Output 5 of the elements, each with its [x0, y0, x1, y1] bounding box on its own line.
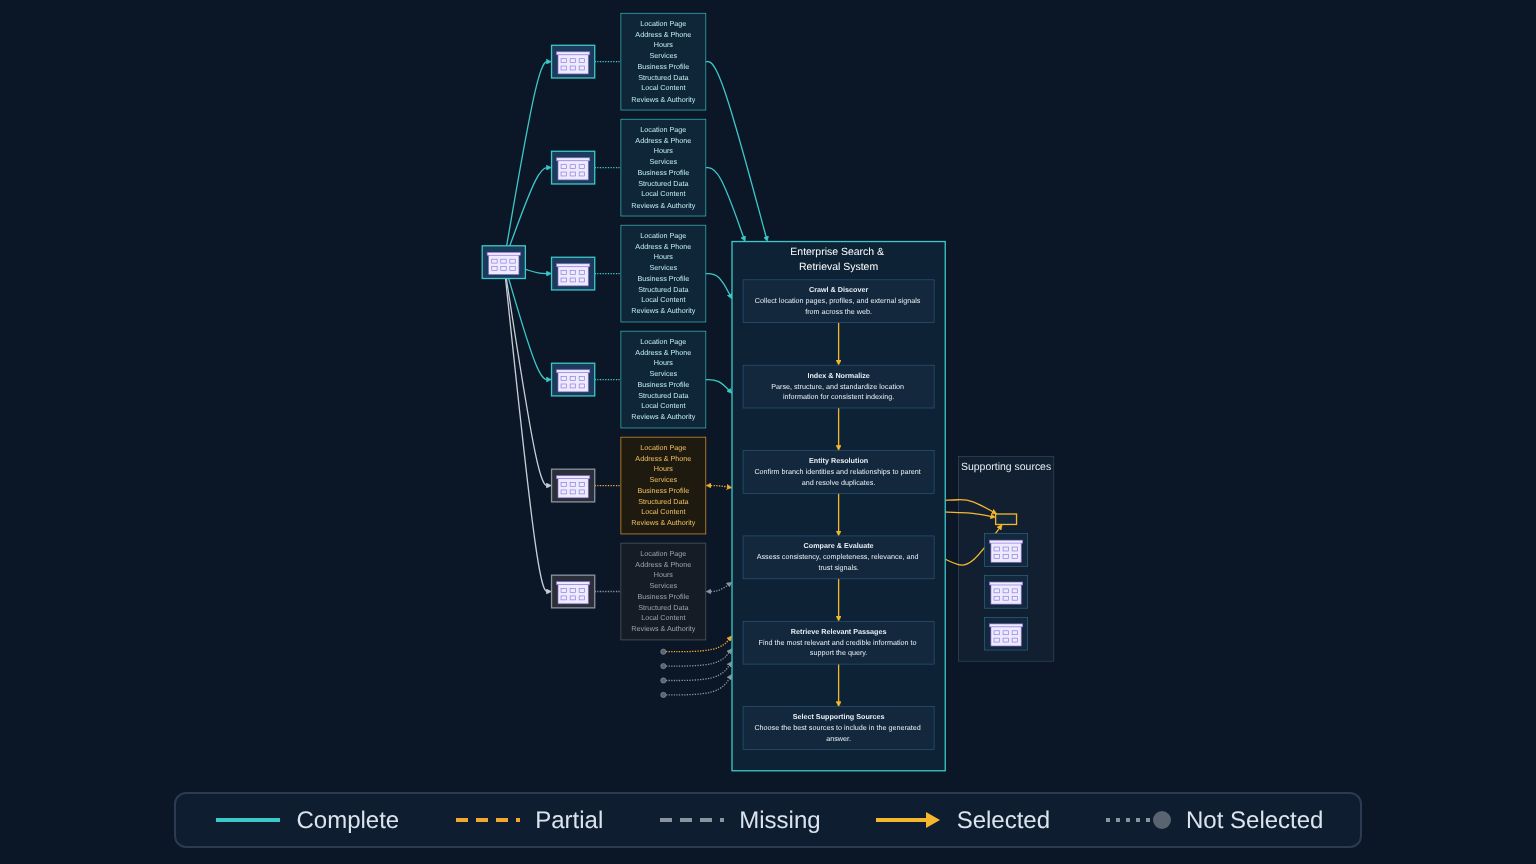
legend-label: Selected [956, 806, 1051, 834]
legend-label: Not Selected [1186, 806, 1324, 834]
legend-label: Complete [296, 806, 400, 834]
legend-label: Missing [739, 806, 821, 834]
legend-label: Partial [535, 806, 604, 834]
